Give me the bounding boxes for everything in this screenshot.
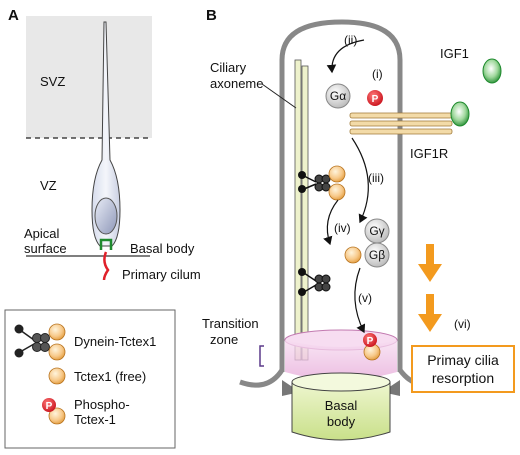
panel-a-letter: A: [8, 7, 19, 24]
panel-b-letter: B: [206, 7, 217, 24]
igf1-free: [482, 58, 502, 84]
apical-label-line2: surface: [24, 241, 67, 256]
primary-cilium-mark: [102, 251, 110, 281]
arrow-iv: [323, 199, 339, 246]
legend-tctex-free-label: Tctex1 (free): [74, 369, 146, 384]
legend-dynein-label: Dynein-Tctex1: [74, 334, 156, 349]
basal-body-mark: [99, 238, 113, 250]
arrow-ii: [326, 39, 365, 74]
svz-region: [26, 16, 152, 138]
step-iv: (iv): [334, 221, 351, 235]
basal-body-top: [291, 372, 391, 392]
orange-arrow-lower: [418, 294, 442, 332]
arrow-v: [354, 267, 366, 334]
legend-dynein-icon: [14, 323, 66, 361]
step-v: (v): [358, 291, 372, 305]
legend-phospho-line2: Tctex-1: [74, 412, 116, 427]
legend-phospho-icon: P: [42, 398, 66, 425]
receptor-phospho: [367, 90, 383, 106]
legend-tctex-free-icon: [48, 367, 66, 385]
igf1r-receptor: [349, 112, 453, 135]
step-vi: (vi): [454, 317, 471, 331]
vz-label: VZ: [40, 178, 57, 193]
g-alpha: [325, 83, 351, 109]
orange-arrow-upper: [418, 244, 442, 282]
g-alpha-label: Gα: [330, 89, 346, 103]
arrow-iii: [351, 137, 369, 224]
dynein-complex-lower: [298, 268, 331, 296]
svz-label: SVZ: [40, 74, 65, 89]
apical-label-line1: Apical: [24, 226, 60, 241]
outcome-line1: Primay cilia: [427, 352, 499, 368]
g-beta-label: Gβ: [369, 248, 385, 262]
basal-body-b-line2: body: [327, 414, 356, 429]
axoneme-pointer: [261, 83, 297, 109]
legend-phospho-line1: Phospho-: [74, 397, 130, 412]
igf1r-label: IGF1R: [410, 146, 448, 161]
membrane-flare-left: [239, 368, 285, 388]
outcome-line2: resorption: [432, 370, 494, 386]
step-ii: (ii): [344, 33, 357, 47]
phospho-p-symbol: P: [367, 336, 374, 347]
igf1-label: IGF1: [440, 46, 469, 61]
basal-body-label: Basal body: [130, 241, 195, 256]
transition-zone-line1: Transition: [202, 316, 259, 331]
igf1-bound: [450, 101, 470, 127]
g-beta: [364, 242, 390, 268]
transition-zone-bracket: [259, 345, 264, 367]
receptor-p-symbol: P: [372, 94, 379, 105]
ciliary-axoneme-line2: axoneme: [210, 76, 263, 91]
phospho-p-dot: [363, 333, 377, 347]
legend-p-symbol: P: [46, 401, 53, 412]
tctex1-free: [344, 246, 362, 264]
transition-zone-line2: zone: [210, 332, 238, 347]
basal-body-b-line1: Basal: [325, 398, 358, 413]
nucleus: [94, 197, 118, 235]
ciliary-membrane: [279, 19, 403, 372]
step-iii: (iii): [368, 171, 384, 185]
axoneme-tubule-1: [294, 59, 302, 361]
legend-box: [4, 309, 176, 449]
basal-body-cylinder: [291, 382, 391, 441]
dynein-complex-upper: [298, 165, 346, 201]
g-gamma-label: Gγ: [369, 224, 384, 238]
axoneme-tubule-2: [301, 65, 309, 361]
primary-cilium-label: Primary cilum: [122, 267, 201, 282]
outcome-box: [411, 345, 515, 393]
ciliary-axoneme-line1: Ciliary: [210, 60, 247, 75]
step-i: (i): [372, 67, 383, 81]
